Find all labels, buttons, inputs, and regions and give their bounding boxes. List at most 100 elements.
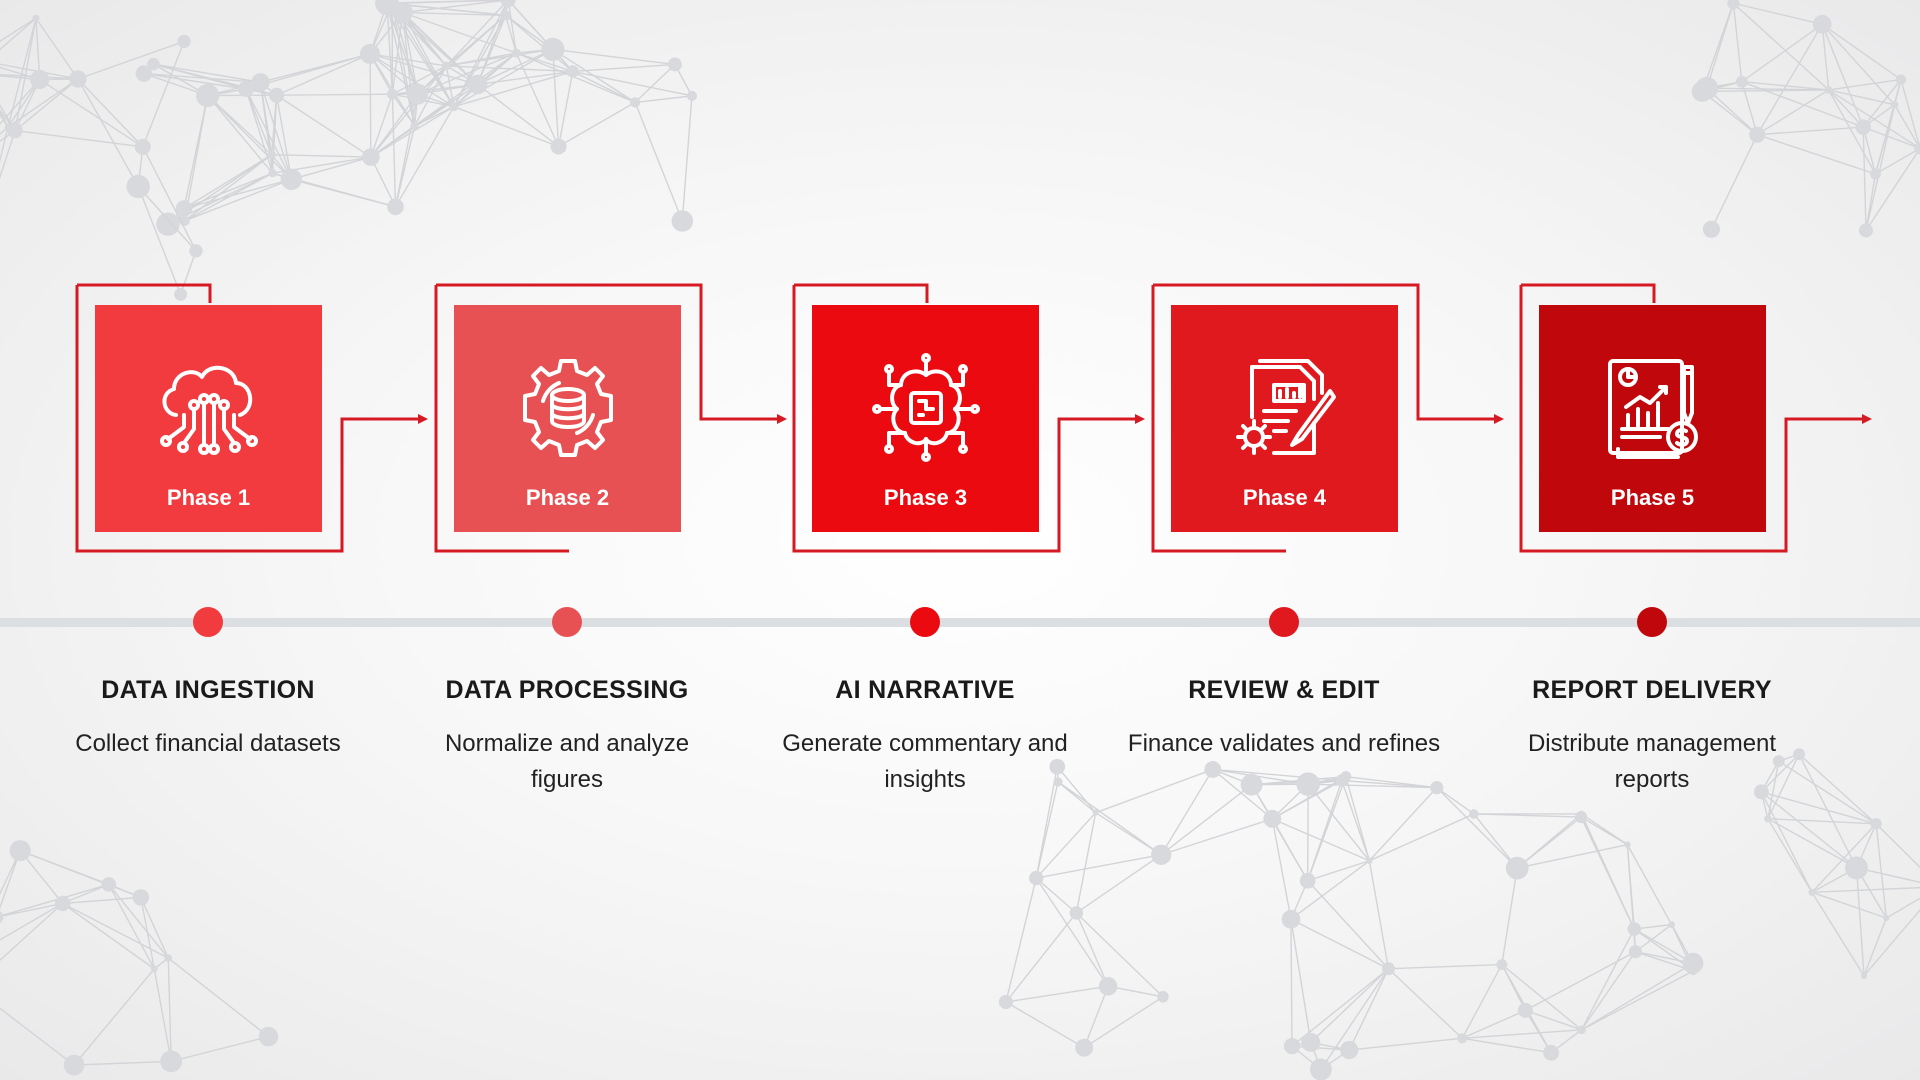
network-link: [370, 156, 397, 208]
network-link: [1821, 24, 1864, 128]
network-node: [1727, 0, 1740, 10]
network-link: [446, 48, 553, 67]
network-link: [392, 83, 478, 95]
phase-1-dot: [193, 607, 223, 637]
network-link: [207, 95, 274, 174]
network-link: [275, 95, 293, 180]
gear-database-icon: [522, 359, 613, 457]
network-link: [276, 53, 371, 96]
network-link: [634, 102, 683, 222]
network-node: [135, 65, 153, 82]
network-link: [558, 101, 636, 148]
network-node: [147, 57, 160, 71]
network-node: [237, 81, 254, 97]
network-link: [207, 95, 292, 180]
network-link: [1307, 880, 1389, 970]
network-link: [1291, 1045, 1350, 1051]
network-link: [184, 154, 273, 222]
phase-4-description: Finance validates and refines: [1127, 730, 1441, 757]
network-link: [35, 17, 79, 80]
network-link: [15, 129, 143, 148]
network-link: [245, 88, 274, 174]
network-link: [183, 172, 273, 210]
phase-3-card: Phase 3: [812, 305, 1039, 532]
network-link: [1633, 928, 1694, 964]
network-link: [391, 12, 404, 95]
network-link: [414, 52, 517, 127]
network-link: [1368, 787, 1438, 862]
network-node: [1627, 922, 1642, 936]
network-node: [1883, 914, 1890, 922]
network-link: [0, 883, 110, 917]
network-link: [392, 65, 447, 95]
network-link: [1501, 964, 1527, 1011]
phase-2-label: Phase 2: [525, 485, 610, 510]
phase-5-card: Phase 5: [1539, 305, 1766, 532]
network-node: [1628, 945, 1642, 959]
network-link: [184, 178, 292, 222]
network-link: [1634, 924, 1673, 953]
network-link: [477, 83, 559, 148]
network-node: [0, 911, 4, 924]
network-node: [1869, 168, 1881, 180]
network-link: [0, 850, 21, 896]
network-node: [360, 43, 381, 64]
network-link: [394, 93, 419, 207]
network-link: [1107, 985, 1164, 998]
network-link: [1387, 968, 1463, 1039]
network-link: [0, 126, 9, 163]
network-link: [401, 12, 419, 95]
network-link: [402, 12, 479, 85]
network-node: [1682, 952, 1704, 974]
network-link: [170, 1035, 269, 1063]
network-link: [1075, 912, 1109, 987]
network-link: [1212, 768, 1309, 785]
network-link: [0, 850, 21, 910]
network-link: [515, 52, 636, 104]
network-link: [1307, 860, 1370, 882]
network-link: [7, 78, 79, 128]
network-node: [449, 102, 459, 112]
phase-3-description: Generate commentary and insights: [782, 730, 1068, 793]
network-link: [1291, 968, 1389, 1047]
network-link: [1855, 867, 1865, 976]
network-node: [1283, 1038, 1301, 1055]
network-node: [407, 83, 429, 105]
network-node: [500, 0, 516, 8]
network-link: [1473, 813, 1518, 869]
network-link: [1863, 917, 1887, 977]
network-link: [1741, 23, 1823, 83]
network-link: [391, 3, 416, 126]
network-node: [4, 123, 12, 131]
document-edit-icon: [1235, 359, 1336, 455]
network-node: [1381, 962, 1395, 976]
network-link: [62, 896, 141, 905]
network-link: [1828, 89, 1877, 175]
network-link: [1581, 962, 1694, 1031]
network-node: [1281, 909, 1301, 929]
network-link: [1875, 823, 1920, 869]
network-link: [552, 48, 636, 103]
network-link: [1760, 791, 1857, 869]
network-link: [153, 63, 247, 90]
network-link: [477, 15, 507, 85]
network-node: [441, 61, 451, 71]
network-node: [1240, 773, 1263, 796]
network-link: [1035, 877, 1109, 987]
network-node: [1895, 74, 1907, 85]
network-link: [1212, 768, 1342, 782]
network-link: [414, 65, 447, 127]
network-node: [101, 877, 117, 892]
timeline-line: [0, 618, 1920, 627]
network-link: [1290, 918, 1389, 970]
network-node: [1075, 1038, 1094, 1057]
phase-2-dot: [552, 607, 582, 637]
network-node: [1263, 809, 1282, 828]
network-link: [1865, 148, 1920, 231]
network-link: [0, 902, 64, 941]
network-node: [189, 244, 203, 258]
network-link: [1271, 818, 1292, 920]
network-link: [370, 65, 447, 158]
network-link: [391, 93, 416, 127]
network-link: [1075, 912, 1164, 998]
